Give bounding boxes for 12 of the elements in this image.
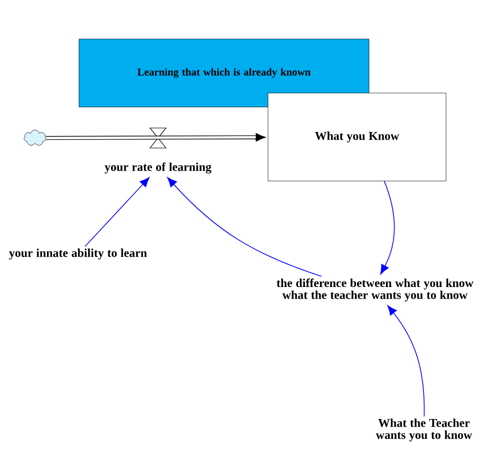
rate-label: your rate of learning bbox=[104, 162, 212, 174]
variable-label: your innate ability to learn bbox=[9, 248, 147, 260]
arrow bbox=[387, 305, 425, 417]
flow-pipe bbox=[46, 133, 266, 142]
arrow bbox=[84, 177, 150, 247]
arrow bbox=[380, 180, 395, 274]
arrow bbox=[167, 177, 322, 277]
variable-label: the difference between what you know what the teacher wants you to know bbox=[276, 278, 474, 302]
stock-box: What you Know bbox=[268, 92, 446, 182]
cloud-icon bbox=[24, 130, 46, 146]
title-box: Learning that which is already known bbox=[78, 38, 370, 108]
variable-label: What the Teacher wants you to know bbox=[376, 418, 472, 442]
